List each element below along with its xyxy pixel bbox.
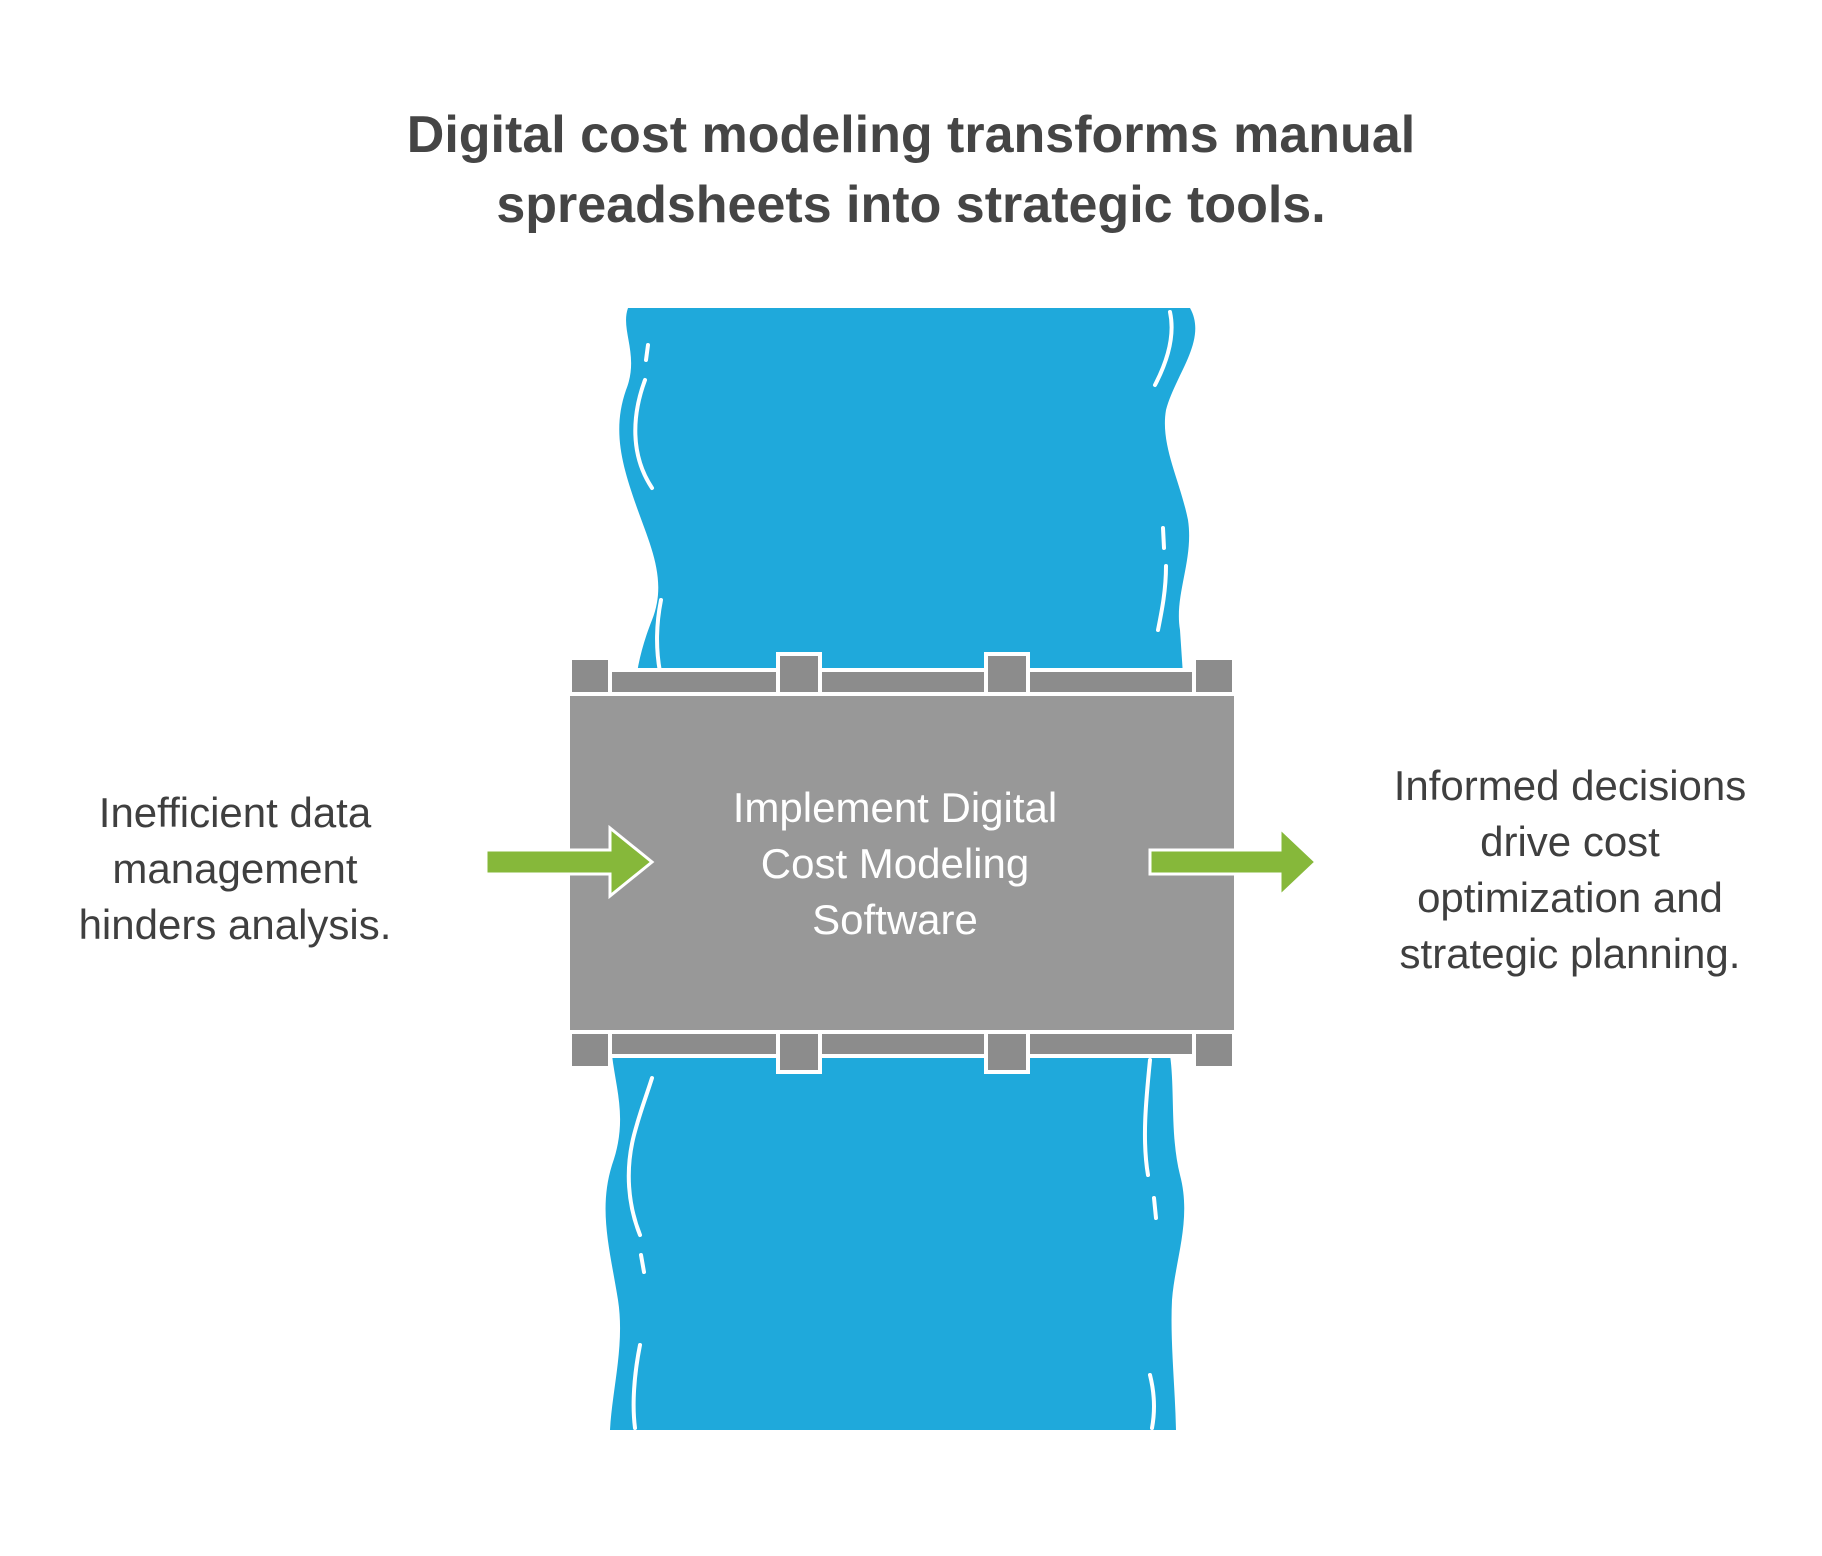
river-top-streak — [644, 343, 650, 362]
river-top-streak — [1161, 526, 1166, 550]
river-top-streak — [1156, 564, 1168, 632]
river-bottom-streak — [631, 1343, 642, 1430]
diagram-title: Digital cost modeling transforms manual … — [406, 106, 1416, 234]
river-bottom-streak — [1152, 1196, 1158, 1220]
input-arrow-icon — [484, 824, 655, 900]
input-label: Inefficient data management hinders anal… — [78, 789, 392, 948]
river-top-streak — [633, 378, 654, 490]
bridge-deck — [566, 692, 1238, 1034]
river-bottom-streak — [1148, 1373, 1157, 1430]
bridge-top-rail — [568, 652, 1236, 698]
river-bottom-streak — [626, 1076, 654, 1237]
river-top-streak — [655, 598, 663, 674]
river-bottom-streak — [1142, 1058, 1152, 1177]
river-bottom — [605, 1055, 1185, 1430]
river-top — [619, 308, 1196, 720]
output-arrow-icon — [1148, 824, 1319, 900]
process-label: Implement Digital Cost Modeling Software — [732, 784, 1058, 943]
output-label: Informed decisions drive cost optimizati… — [1393, 762, 1747, 977]
river-top-streak — [1153, 310, 1174, 387]
river-bottom-streak — [639, 1253, 646, 1274]
bridge-bottom-rail — [568, 1028, 1236, 1074]
